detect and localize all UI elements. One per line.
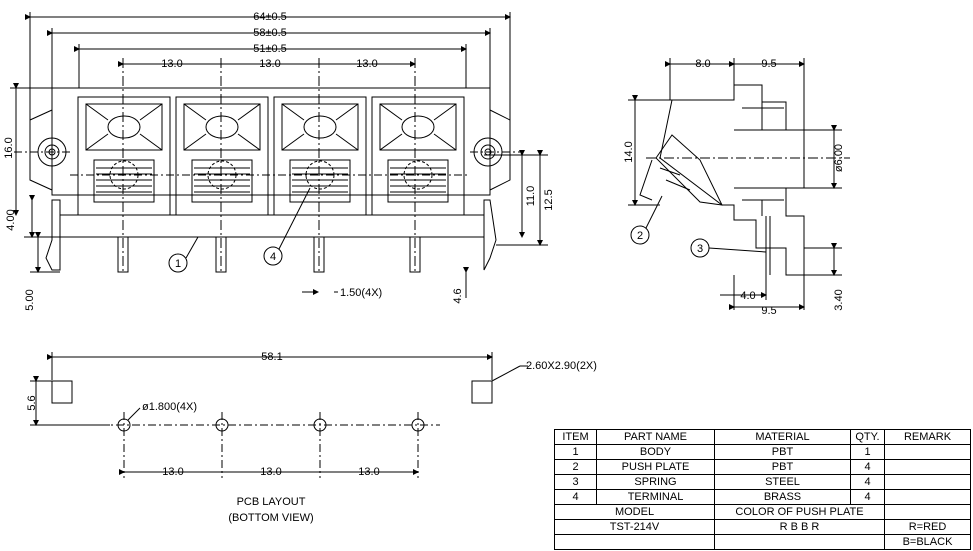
- bom-header-item: ITEM: [554, 429, 597, 445]
- pcb-width: 58.1: [261, 351, 282, 363]
- dim-pitch-3: 13.0: [356, 58, 377, 70]
- bom-header-qty: QTY.: [850, 429, 885, 445]
- bom-model-row: TST-214V R B B R R=RED: [554, 519, 971, 535]
- bom-empty: [554, 534, 715, 550]
- bom-remark: [884, 459, 971, 475]
- bom-row: 3 SPRING STEEL 4: [554, 474, 971, 490]
- bom-material: STEEL: [714, 474, 851, 490]
- pcb-pitch-2: 13.0: [260, 466, 281, 478]
- pcb-subtitle: (BOTTOM VIEW): [228, 512, 313, 524]
- bom-remark-red: R=RED: [884, 519, 971, 535]
- dim-height-left: 16.0: [3, 137, 15, 158]
- dim-side-dia: ø6.00: [833, 144, 845, 172]
- pcb-layout-labels: 58.1 2.60X2.90(2X) 5.6 ø1.800(4X) 13.0 1…: [26, 351, 597, 524]
- dim-pitch-1: 13.0: [161, 58, 182, 70]
- pcb-title: PCB LAYOUT: [237, 496, 306, 508]
- dim-side-bot-right: 3.40: [833, 289, 845, 310]
- bom-header-remark: REMARK: [884, 429, 971, 445]
- bom-qty: 4: [850, 474, 885, 490]
- bom-row: 2 PUSH PLATE PBT 4: [554, 459, 971, 475]
- dim-side-bot-b: 9.5: [761, 305, 776, 317]
- bom-header-material: MATERIAL: [714, 429, 851, 445]
- bom-model-header-row: MODEL COLOR OF PUSH PLATE: [554, 504, 971, 520]
- bom-remark: [884, 474, 971, 490]
- bom-item: 2: [554, 459, 597, 475]
- pcb-hole: ø1.800(4X): [142, 401, 197, 413]
- dim-overall: 64±0.5: [253, 11, 287, 23]
- bom-remark: [884, 489, 971, 505]
- dim-mid: 58±0.5: [253, 27, 287, 39]
- bom-item: 4: [554, 489, 597, 505]
- cells: [70, 96, 470, 216]
- bom-qty: 4: [850, 459, 885, 475]
- dim-pin-len: 4.6: [452, 288, 464, 303]
- bom-header-part: PART NAME: [596, 429, 715, 445]
- dim-inner: 51±0.5: [253, 43, 287, 55]
- bom-model: TST-214V: [554, 519, 715, 535]
- pcb-pad-size: 2.60X2.90(2X): [526, 360, 597, 372]
- bom-qty: 4: [850, 489, 885, 505]
- callout-1: 1: [175, 258, 181, 270]
- pcb-pitch-3: 13.0: [358, 466, 379, 478]
- bom-empty: [714, 534, 885, 550]
- bom-remark-black: B=BLACK: [884, 534, 971, 550]
- bom-header-row: ITEM PART NAME MATERIAL QTY. REMARK: [554, 429, 971, 445]
- side-view-labels: 8.0 9.5 14.0 ø6.00 4.0 9.5 3.40 2 3: [623, 58, 845, 317]
- dim-side-top-b: 9.5: [761, 58, 776, 70]
- bom-model-header: MODEL: [554, 504, 715, 520]
- pcb-pitch-1: 13.0: [162, 466, 183, 478]
- bom-qty: 1: [850, 444, 885, 460]
- dim-h11: 11.0: [525, 186, 537, 207]
- dim-h125: 12.5: [543, 189, 555, 210]
- bom-table: ITEM PART NAME MATERIAL QTY. REMARK 1 BO…: [554, 429, 971, 550]
- side-view: [628, 58, 850, 310]
- bom-remark: [884, 444, 971, 460]
- bom-item: 3: [554, 474, 597, 490]
- dim-pitch-2: 13.0: [259, 58, 280, 70]
- bom-material: BRASS: [714, 489, 851, 505]
- bom-empty: [884, 504, 971, 520]
- front-view-labels: 64±0.5 58±0.5 51±0.5 13.0 13.0 13.0 16.0…: [3, 11, 555, 311]
- dim-side-height: 14.0: [623, 141, 635, 162]
- pcb-layout: [30, 352, 528, 478]
- callout-3: 3: [697, 243, 703, 255]
- bom-model-row-2: B=BLACK: [554, 534, 971, 550]
- front-view: [10, 12, 548, 298]
- bom-part: TERMINAL: [596, 489, 715, 505]
- callout-4: 4: [270, 251, 276, 263]
- bom-row: 4 TERMINAL BRASS 4: [554, 489, 971, 505]
- bom-part: SPRING: [596, 474, 715, 490]
- bom-item: 1: [554, 444, 597, 460]
- dim-pin-width: 1.50(4X): [340, 287, 382, 299]
- bom-colors: R B B R: [714, 519, 885, 535]
- bom-material: PBT: [714, 459, 851, 475]
- dim-small-left: 4.00: [5, 209, 17, 230]
- callout-2: 2: [637, 230, 643, 242]
- bom-part: PUSH PLATE: [596, 459, 715, 475]
- bom-material: PBT: [714, 444, 851, 460]
- dim-pin-left: 5.00: [24, 289, 36, 310]
- bom-color-header: COLOR OF PUSH PLATE: [714, 504, 885, 520]
- dim-side-top-a: 8.0: [695, 58, 710, 70]
- bom-row: 1 BODY PBT 1: [554, 444, 971, 460]
- bom-part: BODY: [596, 444, 715, 460]
- dim-side-bot-a: 4.0: [740, 290, 755, 302]
- pcb-pad-offset: 5.6: [26, 395, 38, 410]
